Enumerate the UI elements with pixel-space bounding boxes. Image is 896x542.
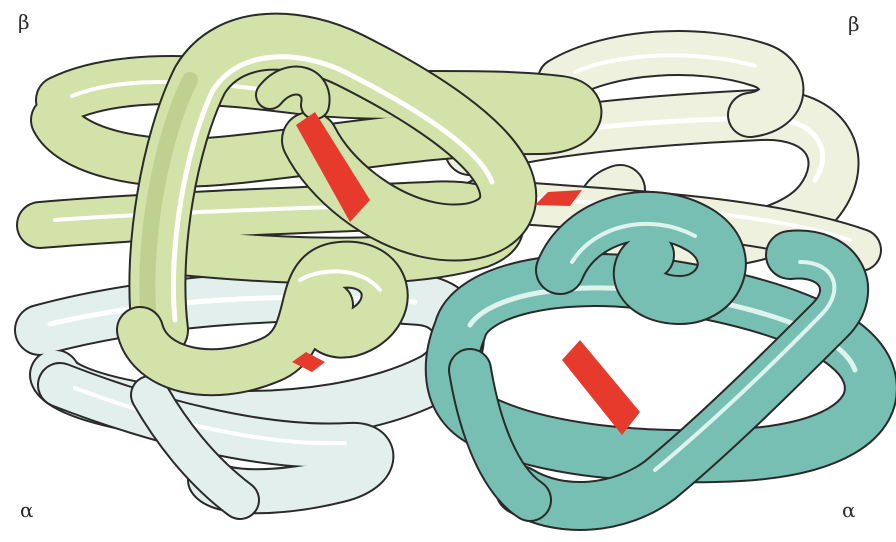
beta-label-top-left: β bbox=[18, 12, 30, 32]
alpha-label-bottom-right: α bbox=[842, 500, 856, 520]
alpha-label-bottom-left: α bbox=[20, 500, 34, 520]
beta-label-top-right: β bbox=[848, 14, 860, 34]
alpha-2-chain bbox=[452, 216, 871, 506]
